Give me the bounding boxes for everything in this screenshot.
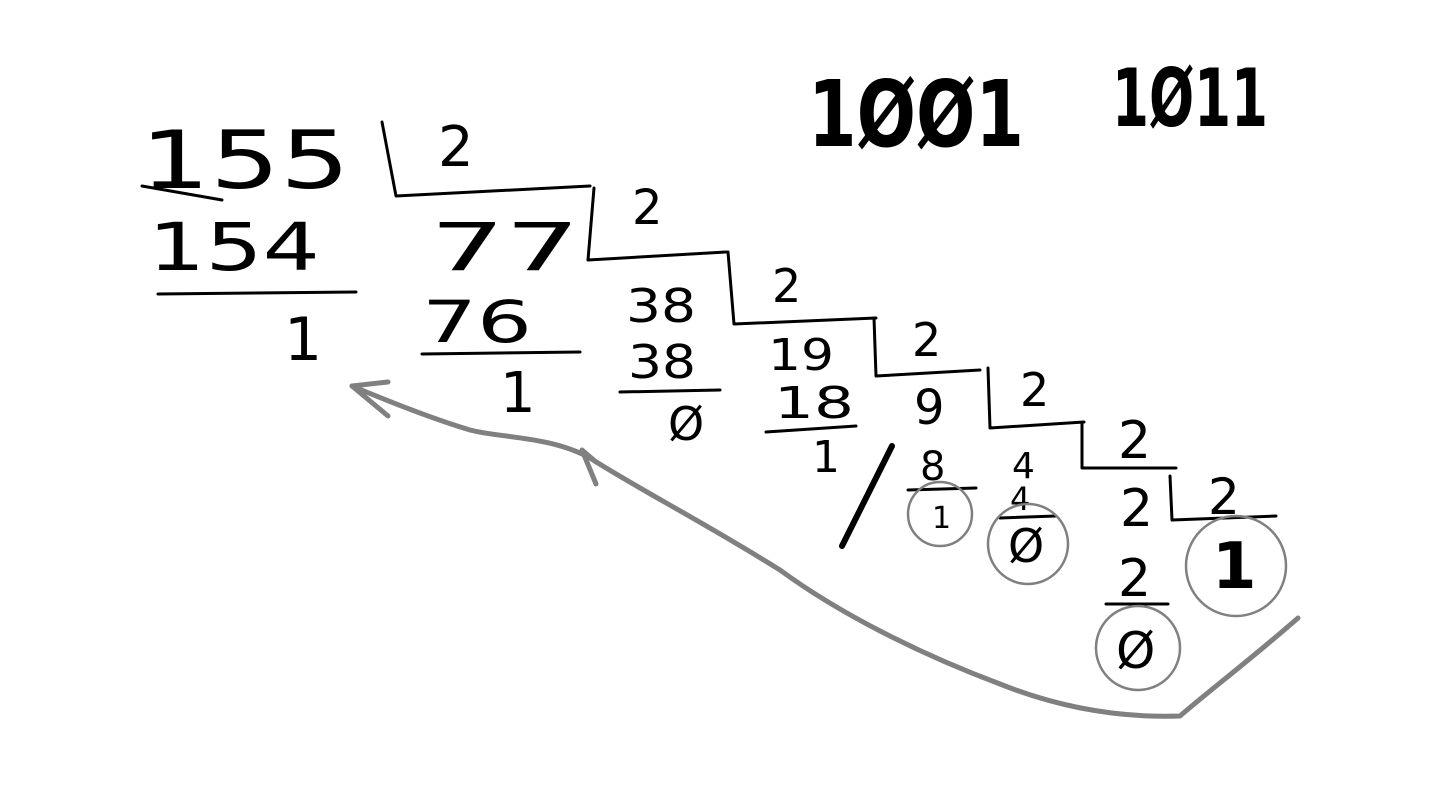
divisor-2: 2 <box>632 180 663 236</box>
result-low-nibble: 1Ø11 <box>1112 52 1268 145</box>
divisor-5: 2 <box>1020 363 1049 417</box>
result-line-6 <box>998 514 1058 520</box>
product-7: 2 <box>1118 549 1151 609</box>
result-line-1 <box>156 290 358 296</box>
separator-slash <box>839 443 895 549</box>
division-bracket-1 <box>380 120 592 198</box>
product-2: 76 <box>422 288 532 356</box>
dividend-7: 2 <box>1120 479 1153 539</box>
divisor-4: 2 <box>912 313 941 367</box>
divisor-6: 2 <box>1118 411 1151 471</box>
division-step-1: 155 2 154 1 <box>140 114 592 375</box>
dividend-1: 155 <box>140 114 350 207</box>
result-line-4 <box>764 424 858 434</box>
product-6: 4 <box>1010 480 1030 518</box>
dividend-3: 38 <box>626 279 696 333</box>
final-quotient-circle <box>1184 514 1288 618</box>
division-step-5: 9 2 8 1 <box>839 363 1086 549</box>
dividend-2: 77 <box>430 209 580 286</box>
division-bracket-6 <box>1080 422 1178 470</box>
binary-result: 1ØØ1 1Ø11 <box>808 52 1268 168</box>
subtract-mark-1 <box>140 184 224 202</box>
arrow-stroke <box>349 383 1301 719</box>
dividend-4: 19 <box>768 330 834 381</box>
division-bracket-4 <box>872 316 982 378</box>
division-step-3: 38 2 38 Ø <box>618 250 878 451</box>
product-4: 18 <box>774 378 854 429</box>
division-bracket-3 <box>726 250 878 326</box>
remainder-circle-5 <box>906 480 974 548</box>
remainder-6: Ø <box>1008 519 1044 573</box>
remainder-3: Ø <box>668 397 704 451</box>
result-line-3 <box>618 388 722 394</box>
final-quotient: 1 <box>1212 530 1257 604</box>
remainder-4: 1 <box>812 432 840 483</box>
product-3: 38 <box>628 335 696 389</box>
remainder-circle-6 <box>986 502 1070 586</box>
dividend-5: 9 <box>914 380 945 436</box>
divisor-3: 2 <box>772 259 801 313</box>
reading-direction-arrow <box>349 379 1301 719</box>
arrow-head-left <box>349 379 391 419</box>
divisor-1: 2 <box>438 115 474 180</box>
division-step-7: 2 2 2 Ø <box>1094 468 1278 692</box>
remainder-1: 1 <box>284 305 322 375</box>
arrow-head-mid <box>579 447 599 487</box>
result-high-nibble: 1ØØ1 <box>808 61 1024 168</box>
division-bracket-5 <box>986 366 1086 430</box>
division-step-6: 4 2 4 Ø <box>986 411 1178 586</box>
product-1: 154 <box>148 209 320 286</box>
division-bracket-2 <box>586 186 728 262</box>
remainder-2: 1 <box>500 361 536 426</box>
dividend-6: 4 <box>1012 446 1035 487</box>
division-step-4: 19 2 18 1 <box>764 313 982 483</box>
remainder-5: 1 <box>932 501 951 536</box>
division-step-2: 77 2 76 1 <box>420 180 728 426</box>
result-line-2 <box>420 350 582 356</box>
remainder-7: Ø <box>1116 622 1155 680</box>
remainder-circle-7 <box>1094 604 1182 692</box>
final-quotient-group: 1 <box>1184 514 1288 618</box>
